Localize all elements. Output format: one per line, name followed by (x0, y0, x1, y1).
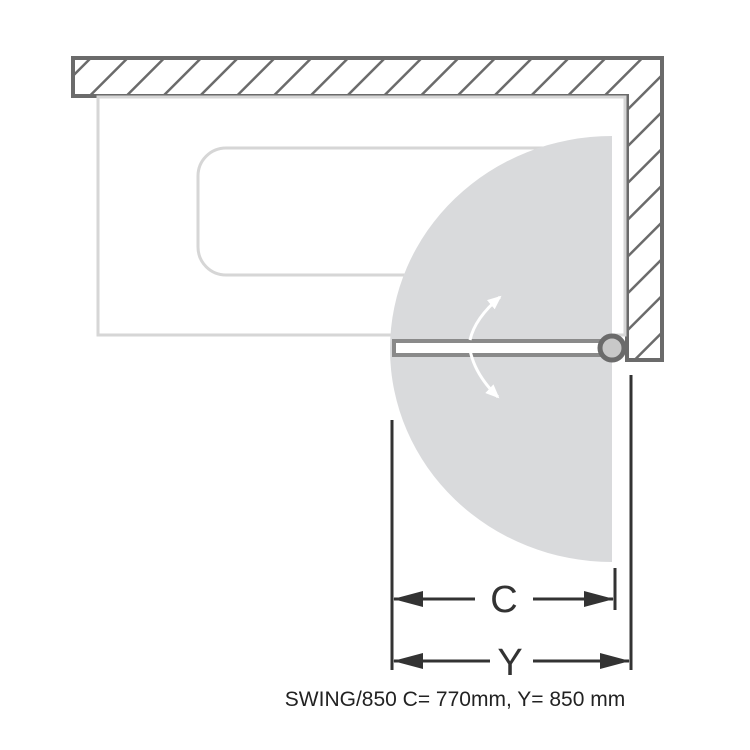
caption: SWING/850 C= 770mm, Y= 850 mm (284, 688, 626, 711)
dimension-lines (390, 375, 633, 670)
hinge-icon (597, 333, 627, 363)
dimension-y-label: Y (497, 642, 522, 684)
wall (71, 56, 664, 362)
bathtub-outline (96, 95, 627, 337)
dimension-c-label: C (490, 579, 517, 621)
swing-arrow-down-icon (468, 349, 500, 399)
door-panel (392, 339, 608, 357)
swing-arrow-up-icon (468, 295, 502, 341)
